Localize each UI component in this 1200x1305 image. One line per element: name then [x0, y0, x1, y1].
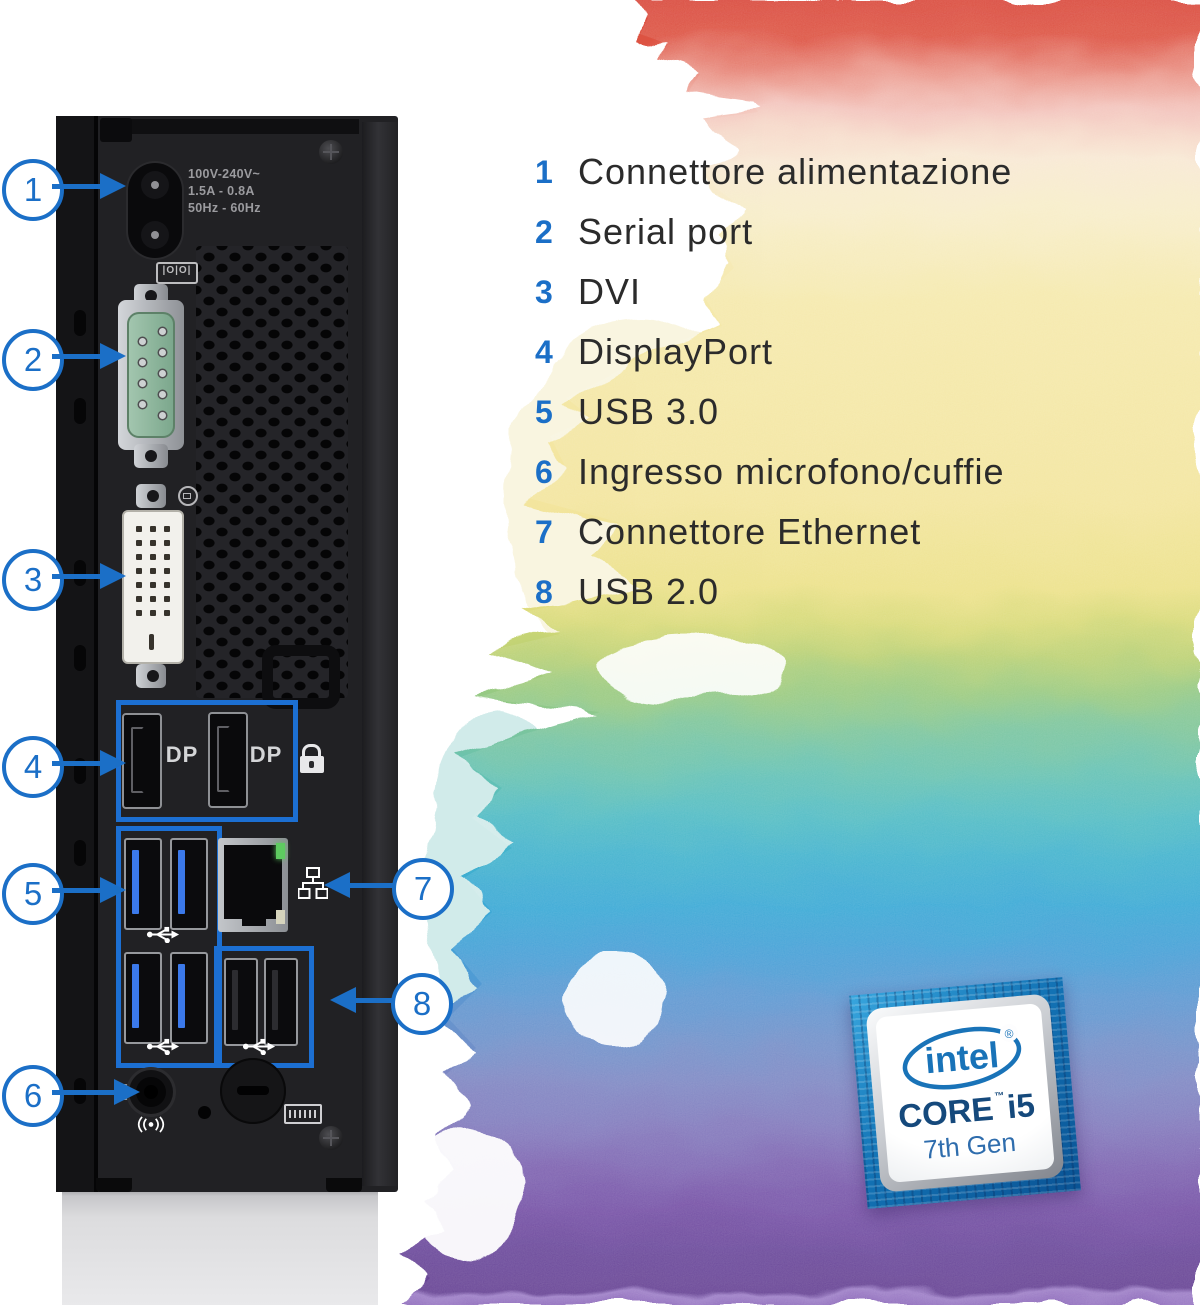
legend-item: 8 USB 2.0: [535, 562, 1012, 622]
callout-1: 1: [2, 159, 64, 221]
legend-number: 4: [535, 333, 553, 370]
usb-icon: [146, 926, 180, 943]
arrow-right-icon: [100, 750, 126, 776]
lock-icon: [300, 744, 324, 773]
usb2-port: [264, 958, 298, 1046]
lock-loop: [262, 645, 340, 709]
arrow-right-icon: [100, 563, 126, 589]
usb3-port: [170, 952, 208, 1044]
legend-item: 5 USB 3.0: [535, 382, 1012, 442]
serial-icon: |O|O|: [156, 262, 198, 284]
legend-label: DisplayPort: [578, 331, 774, 372]
arrow-right-icon: [100, 877, 126, 903]
legend-number: 8: [535, 573, 553, 610]
dp-label: DP: [249, 742, 283, 767]
legend-number: 1: [535, 153, 553, 190]
legend-number: 7: [535, 513, 553, 550]
legend-item: 1 Connettore alimentazione: [535, 142, 1012, 202]
legend-number: 3: [535, 273, 553, 310]
ethernet-led-green: [276, 843, 285, 859]
legend-item: 7 Connettore Ethernet: [535, 502, 1012, 562]
callout-7: 7: [392, 858, 454, 920]
screw-icon: [319, 140, 343, 164]
usb3-port: [124, 838, 162, 930]
usb2-port: [224, 958, 258, 1046]
callout-6: 6: [2, 1065, 64, 1127]
power-rating-text: 100V-240V~ 1.5A - 0.8A 50Hz - 60Hz: [188, 167, 261, 215]
network-icon: [298, 867, 328, 899]
screw-icon: [319, 1126, 343, 1150]
arrow-right-icon: [100, 343, 126, 369]
usb-icon: [146, 1038, 180, 1055]
legend-item: 2 Serial port: [535, 202, 1012, 262]
callout-3: 3: [2, 549, 64, 611]
usb3-port: [124, 952, 162, 1044]
legend-number: 5: [535, 393, 553, 430]
legend-item: 3 DVI: [535, 262, 1012, 322]
serial-port: [118, 300, 184, 450]
svg-text:intel: intel: [923, 1034, 1000, 1081]
antenna-knockout: [220, 1058, 286, 1124]
legend-label: DVI: [578, 271, 642, 312]
intel-logo: intel ®: [902, 1023, 1022, 1090]
dp-label: DP: [165, 742, 199, 767]
ethernet-port: [218, 838, 288, 932]
port-legend: 1 Connettore alimentazione 2 Serial port 3…: [535, 142, 1012, 622]
legend-item: 4 DisplayPort: [535, 322, 1012, 382]
side-panel: [362, 122, 398, 1186]
legend-label: Ingresso microfono/cuffie: [578, 451, 1005, 492]
callout-5: 5: [2, 863, 64, 925]
callout-4: 4: [2, 736, 64, 798]
legend-label: Serial port: [578, 211, 754, 252]
legend-label: USB 2.0: [578, 571, 720, 612]
generation-text: 7th Gen: [922, 1126, 1018, 1165]
ethernet-led-amber: [276, 910, 285, 924]
mini-pc-rear: 100V-240V~ 1.5A - 0.8A 50Hz - 60Hz |O|O|: [56, 116, 398, 1192]
audio-icon: [137, 1116, 165, 1133]
callout-8: 8: [391, 973, 453, 1035]
legend-item: 6 Ingresso microfono/cuffie: [535, 442, 1012, 502]
pc-stand: [62, 1188, 378, 1305]
usb3-port: [170, 838, 208, 930]
displayport-1: [122, 713, 162, 809]
usb-icon: [242, 1038, 276, 1055]
legend-number: 6: [535, 453, 553, 490]
legend-label: Connettore Ethernet: [578, 511, 922, 552]
arrow-left-icon: [330, 987, 356, 1013]
displayport-2: [208, 712, 248, 808]
legend-label: Connettore alimentazione: [578, 151, 1013, 192]
legend-number: 2: [535, 213, 553, 250]
intel-cpu-badge: intel ® CORE ™ i5 7th Gen: [849, 977, 1081, 1209]
vent-grille: [196, 246, 348, 698]
svg-text:®: ®: [1004, 1027, 1014, 1042]
arrow-right-icon: [114, 1079, 140, 1105]
keyboard-icon: [284, 1104, 322, 1124]
dvi-icon: [178, 486, 198, 506]
power-connector: [128, 163, 182, 258]
arrow-right-icon: [100, 173, 126, 199]
dvi-port: [122, 510, 184, 664]
callout-2: 2: [2, 329, 64, 391]
arrow-left-icon: [324, 872, 350, 898]
legend-label: USB 3.0: [578, 391, 720, 432]
